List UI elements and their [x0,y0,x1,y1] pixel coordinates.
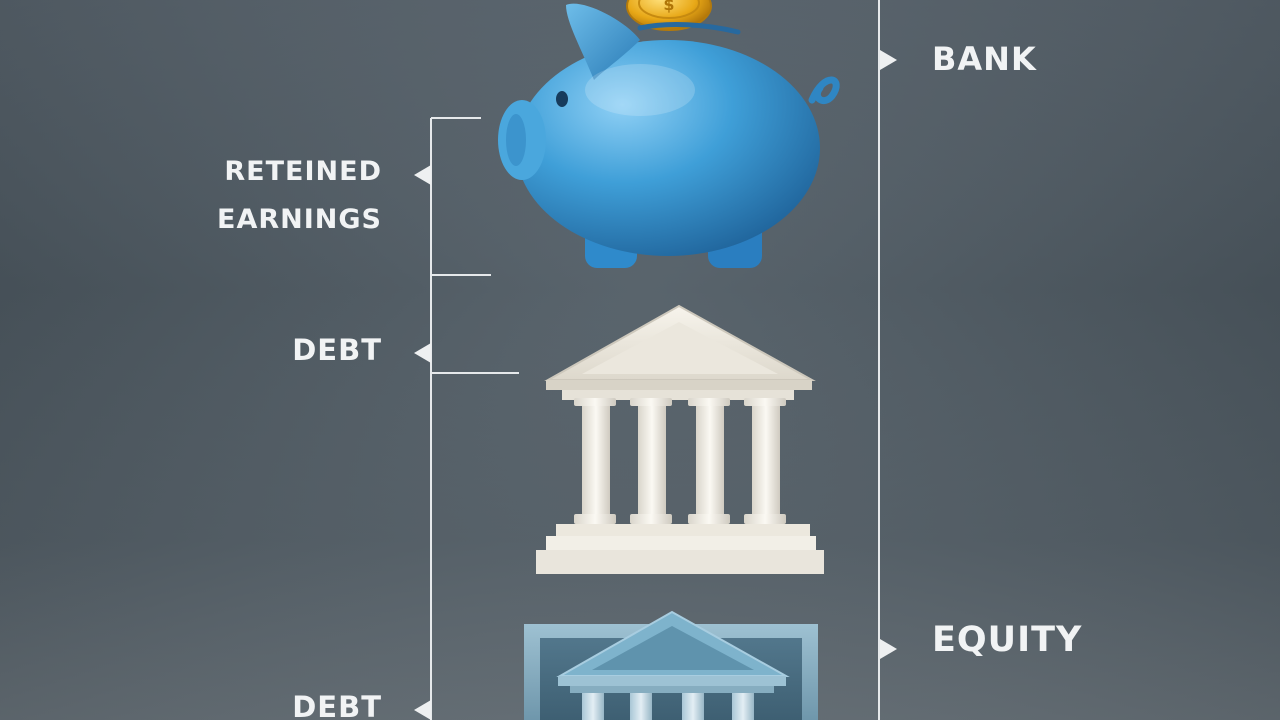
svg-text:$: $ [663,0,674,14]
debt-label-top: DEBT [292,333,382,367]
piggy-bank-icon [498,3,840,268]
bank-building-icon [536,304,824,574]
debt-label-bottom: DEBT [292,690,382,720]
retained-earnings-label-line2: EARNINGS [217,204,382,235]
right-bracket [878,0,897,720]
left-arrows [414,165,431,720]
left-bracket [430,117,519,720]
arrow-retained [414,165,431,185]
retained-earnings-label-line1: RETEINED [224,156,382,187]
arrow-debt-bottom [414,700,431,720]
bank-building-framed-icon [524,610,818,720]
arrow-debt-top [414,343,431,363]
arrow-equity [880,639,897,659]
retained-earnings-label: RETEINED EARNINGS [170,148,382,244]
arrow-bank [880,50,897,70]
equity-label: EQUITY [932,620,1083,660]
bank-label: BANK [932,40,1037,78]
